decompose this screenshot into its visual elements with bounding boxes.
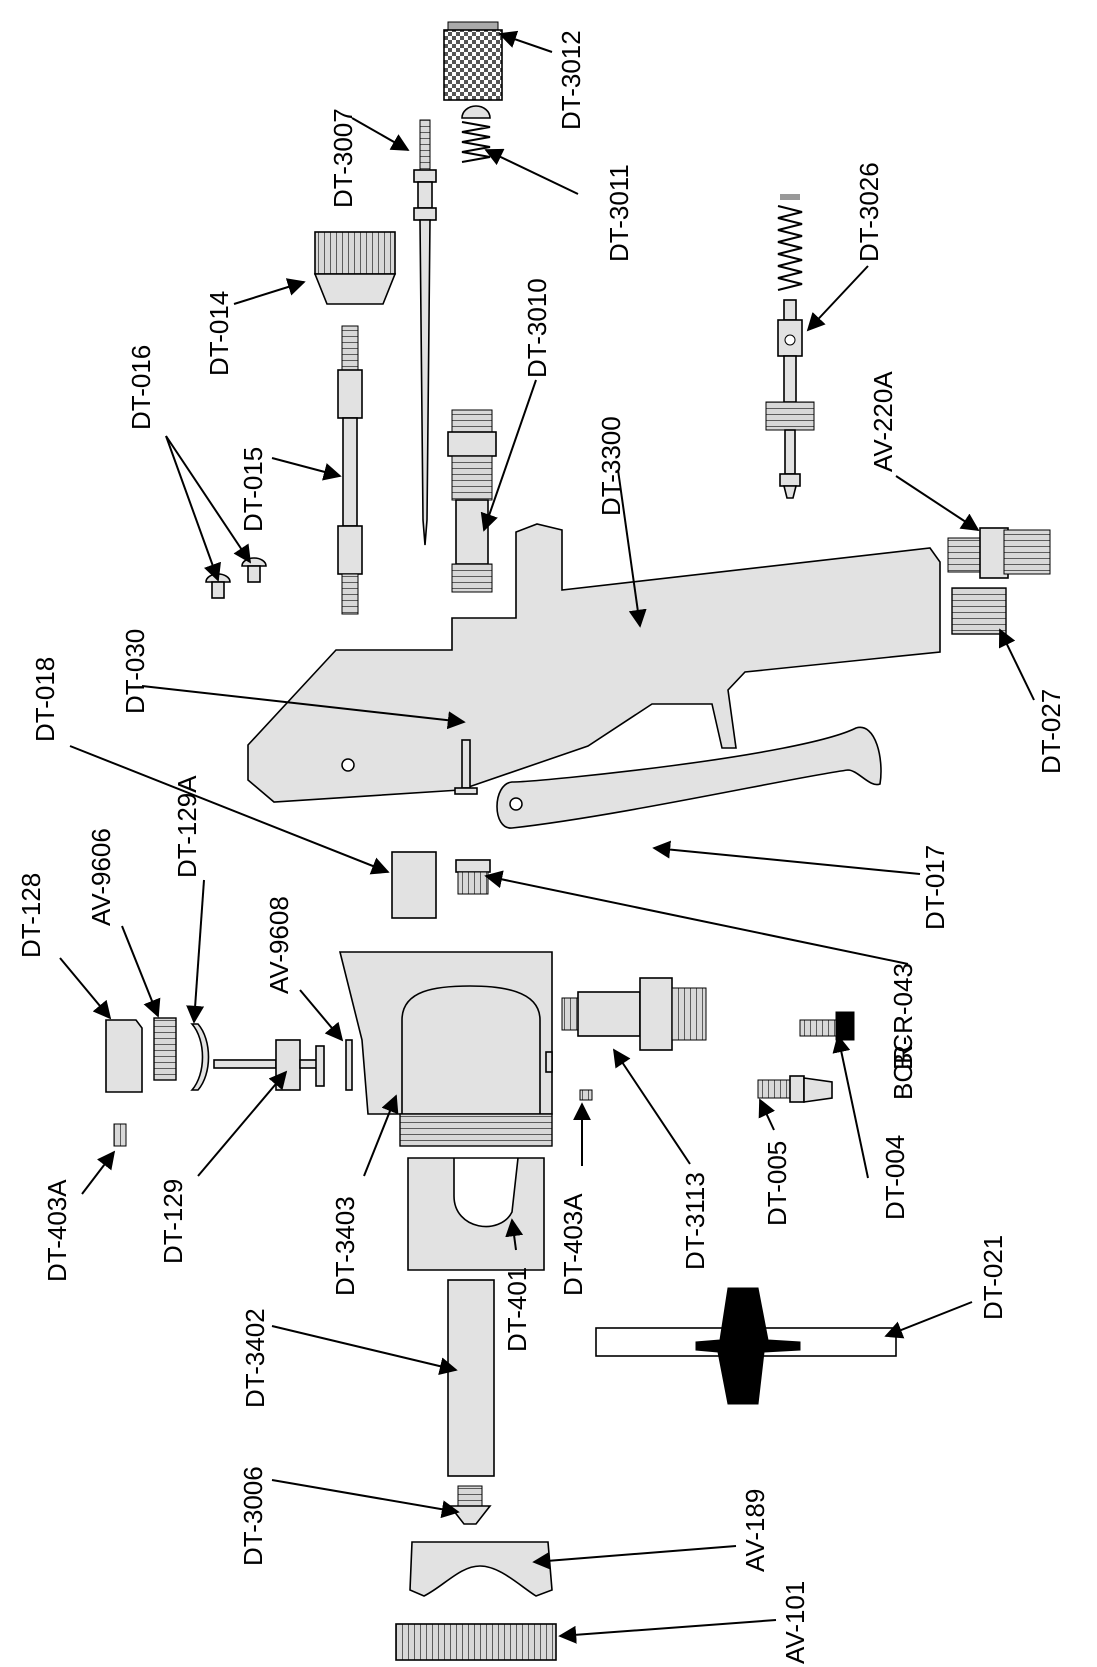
part-dt-018 <box>391 851 437 919</box>
label-dt-3011: DT-3011 <box>604 164 634 262</box>
part-labels: DT-3012 DT-3011 DT-3007 DT-3026 DT-014 D… <box>16 30 1066 1664</box>
part-dt-015 <box>337 325 363 615</box>
part-dt-017 <box>496 726 882 829</box>
label-dt-016: DT-016 <box>126 345 156 430</box>
part-dt-3012 <box>443 21 503 101</box>
label-dt-401: DT-401 <box>502 1267 532 1352</box>
part-dt-3026 <box>765 194 815 499</box>
label-dt-004: DT-004 <box>880 1135 910 1220</box>
part-dt-3300 <box>247 523 941 803</box>
part-dt-021 <box>595 1287 897 1405</box>
label-av-101: AV-101 <box>780 1581 810 1664</box>
part-dt-403a-left <box>113 1123 127 1147</box>
part-dt-004 <box>799 1011 855 1041</box>
label-dt-3403: DT-3403 <box>330 1196 360 1296</box>
part-av-9608 <box>345 1039 353 1091</box>
label-dt-3113: DT-3113 <box>680 1172 710 1270</box>
part-dt-129 <box>213 1039 325 1091</box>
label-dt-021: DT-021 <box>978 1235 1008 1320</box>
label-dt-3026: DT-3026 <box>854 162 884 262</box>
label-dt-3006: DT-3006 <box>238 1466 268 1566</box>
label-av-220a: AV-220A <box>868 371 898 472</box>
part-dt-403a-right <box>579 1089 593 1101</box>
part-dt-128 <box>105 1019 143 1093</box>
label-dt-129a: DT-129A <box>172 775 202 878</box>
label-dt-015: DT-015 <box>238 447 268 532</box>
label-dt-403a-left: DT-403A <box>42 1179 72 1282</box>
part-dt-005 <box>757 1075 833 1103</box>
label-dt-3402: DT-3402 <box>240 1308 270 1408</box>
label-dt-014: DT-014 <box>204 291 234 376</box>
label-av-189: AV-189 <box>740 1489 770 1572</box>
label-dt-030: DT-030 <box>120 629 150 714</box>
part-dt-3011 <box>461 105 491 163</box>
part-dt-3403 <box>338 951 553 1147</box>
part-av-220a <box>947 527 1051 579</box>
part-dt-016 <box>205 557 267 599</box>
label-dt-403a-right: DT-403A <box>558 1193 588 1296</box>
part-dt-3010 <box>447 409 497 593</box>
label-dt-128: DT-128 <box>16 873 46 958</box>
label-av-9608: AV-9608 <box>264 896 294 994</box>
pivot-hole-icon <box>341 758 355 772</box>
label-dt-027: DT-027 <box>1036 689 1066 774</box>
label-dt-3007: DT-3007 <box>328 108 358 208</box>
part-av-189 <box>409 1541 553 1597</box>
label-dt-3300: DT-3300 <box>596 416 626 516</box>
leader-lines <box>59 30 1035 1644</box>
part-dt-129a <box>190 1023 210 1091</box>
label-dt-017: DT-017 <box>920 845 950 930</box>
part-dt-3006 <box>448 1485 492 1525</box>
part-dt-027 <box>951 587 1007 635</box>
label-bcr: BCR- <box>888 1036 918 1100</box>
part-dt-3007 <box>413 119 437 546</box>
label-dt-129: DT-129 <box>158 1179 188 1264</box>
part-dt-401 <box>407 1157 545 1271</box>
label-bcr-043: BCR-043 <box>888 963 918 1070</box>
part-dt-3402 <box>447 1279 495 1477</box>
part-av-9606 <box>153 1017 177 1081</box>
part-av-101 <box>395 1623 557 1661</box>
label-dt-005: DT-005 <box>762 1141 792 1226</box>
label-dt-018: DT-018 <box>30 657 60 742</box>
label-dt-3010: DT-3010 <box>522 278 552 378</box>
parts <box>105 21 1051 1661</box>
part-dt-014 <box>313 231 397 305</box>
label-dt-3012: DT-3012 <box>556 30 586 130</box>
trigger-hole-icon <box>509 797 523 811</box>
part-bcr-043 <box>455 859 491 895</box>
part-dt-030 <box>454 739 478 795</box>
part-dt-3113 <box>561 977 707 1051</box>
label-av-9606: AV-9606 <box>86 828 116 926</box>
